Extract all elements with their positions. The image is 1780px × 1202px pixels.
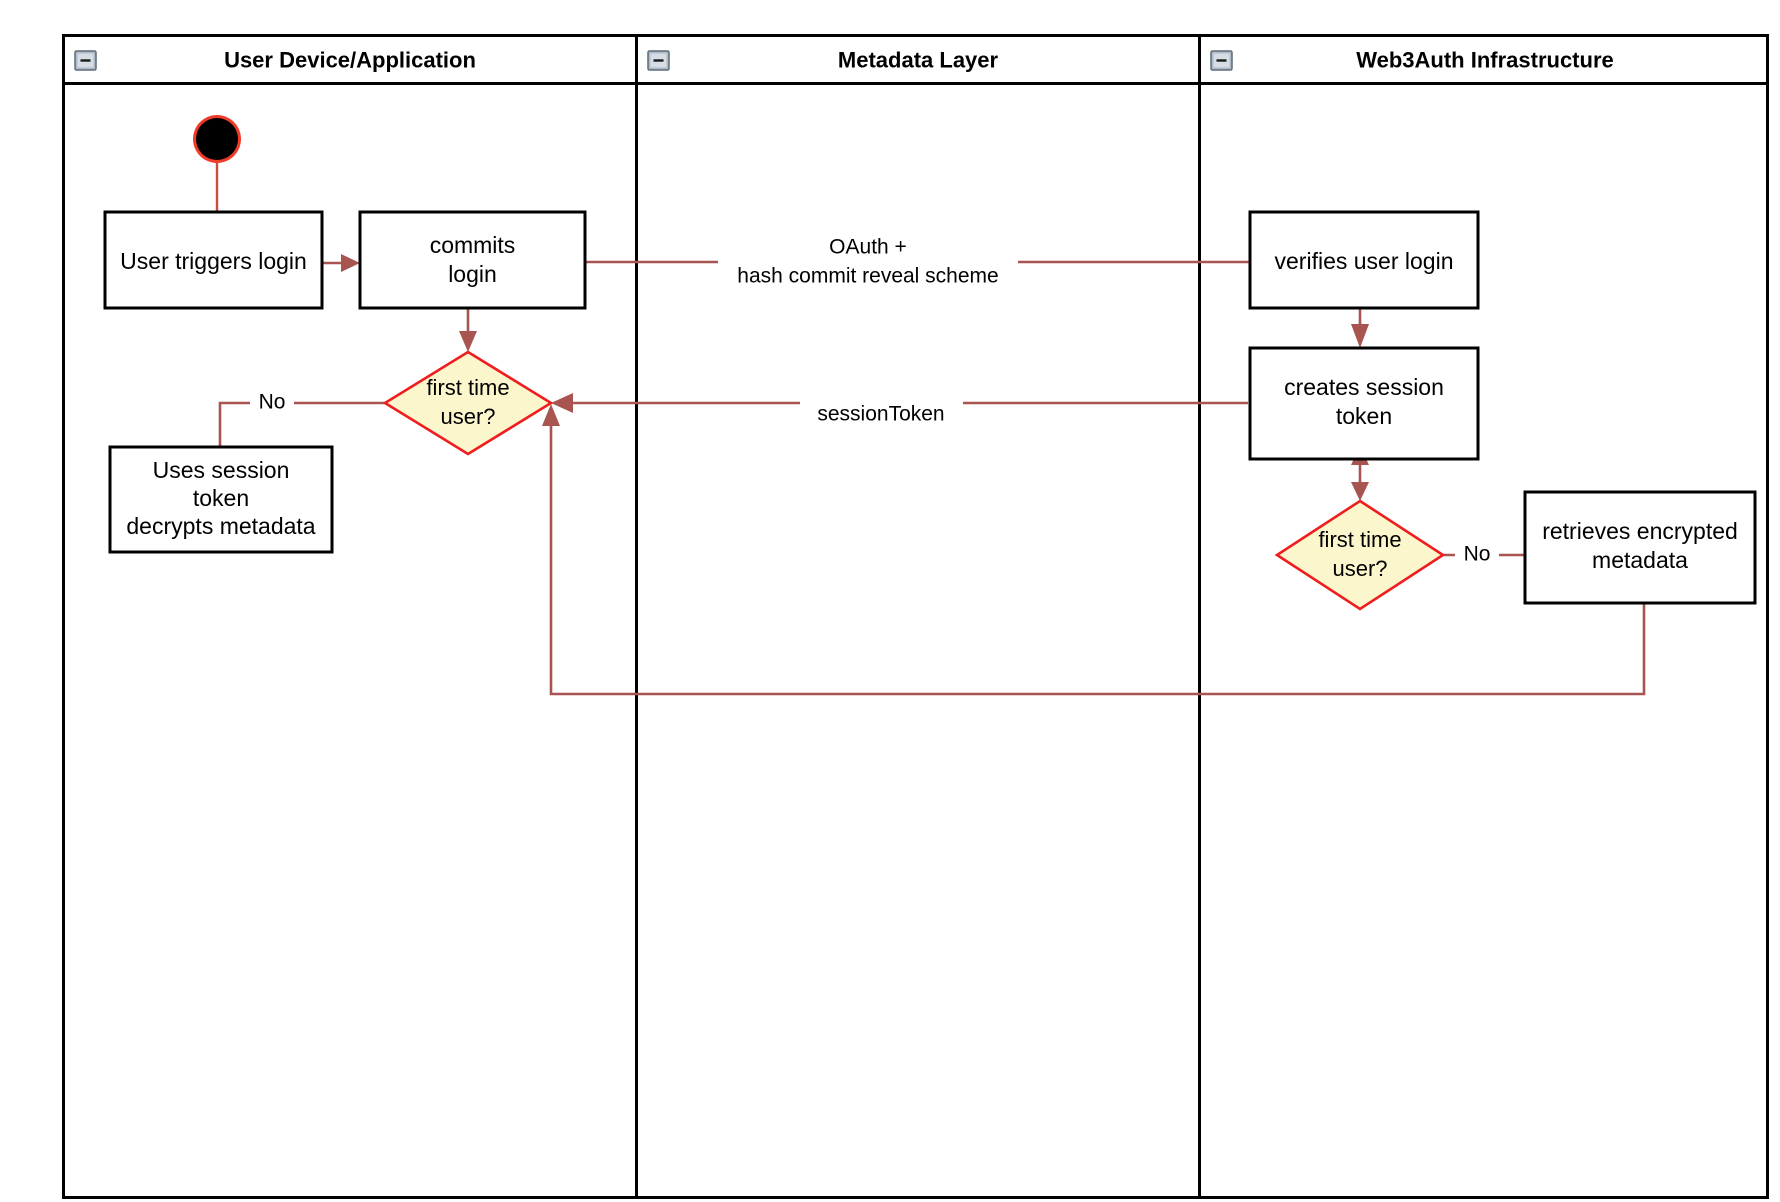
node-label-line1: commits — [430, 232, 516, 258]
node-label-line1: Uses session — [153, 457, 290, 483]
node-label: verifies user login — [1275, 248, 1454, 274]
minus-box-icon[interactable] — [74, 50, 97, 71]
lane-header-web3auth[interactable]: Web3Auth Infrastructure — [1210, 47, 1614, 72]
edge-decision-no-left — [218, 401, 394, 447]
node-label-line2: token — [193, 485, 249, 511]
node-label-line3: decrypts metadata — [126, 513, 315, 539]
edge-label-oauth: OAuth + hash commit reveal scheme — [718, 236, 1018, 290]
edge-retrieves-back — [542, 404, 1646, 696]
node-label-line2: token — [1336, 403, 1392, 429]
node-decision-first-time-user-right[interactable]: first time user? — [1274, 499, 1446, 611]
edge-label-no-left-text: No — [259, 391, 286, 414]
minus-box-icon[interactable] — [1210, 50, 1233, 71]
node-label: User triggers login — [120, 248, 307, 274]
start-node[interactable] — [193, 115, 241, 163]
edge-label-oauth-line2: hash commit reveal scheme — [737, 265, 998, 288]
node-verifies-user-login[interactable]: verifies user login — [1248, 210, 1480, 310]
node-label-line1: creates session — [1284, 374, 1444, 400]
lane-header-user-device[interactable]: User Device/Application — [74, 47, 476, 72]
decision-label-line1: first time — [1318, 527, 1401, 552]
edge-label-session-token-text: sessionToken — [817, 403, 944, 426]
decision-label-line2: user? — [440, 404, 495, 429]
node-decision-first-time-user-left[interactable]: first time user? — [382, 350, 554, 456]
node-label-line2: login — [448, 261, 497, 287]
edge-commits-to-decision-left — [459, 308, 477, 352]
edge-label-session-token: sessionToken — [800, 390, 963, 426]
minus-box-icon[interactable] — [647, 50, 670, 71]
decision-label-line1: first time — [426, 375, 509, 400]
edge-label-no-right-text: No — [1464, 543, 1491, 566]
swimlane-frame — [62, 34, 1769, 1199]
lane-header-metadata[interactable]: Metadata Layer — [647, 47, 999, 72]
node-creates-session-token[interactable]: creates session token — [1248, 346, 1480, 461]
lane-title-web3auth: Web3Auth Infrastructure — [1356, 47, 1614, 72]
node-uses-session-token[interactable]: Uses session token decrypts metadata — [108, 445, 334, 554]
edge-label-no-right: No — [1455, 540, 1499, 570]
node-commits-login[interactable]: commits login — [358, 210, 587, 310]
decision-label-line2: user? — [1332, 556, 1387, 581]
lane-title-user-device: User Device/Application — [224, 47, 476, 72]
node-label-line2: metadata — [1592, 547, 1688, 573]
node-user-triggers-login[interactable]: User triggers login — [103, 210, 324, 310]
edge-label-oauth-line1: OAuth + — [829, 236, 907, 259]
lane-title-metadata: Metadata Layer — [838, 47, 999, 72]
edge-verifies-to-creates — [1351, 308, 1369, 348]
edge-label-no-left: No — [250, 388, 294, 418]
node-label-line1: retrieves encrypted — [1542, 518, 1738, 544]
edge-trigger-to-commits — [322, 254, 360, 272]
node-retrieves-encrypted-metadata[interactable]: retrieves encrypted metadata — [1523, 490, 1757, 605]
